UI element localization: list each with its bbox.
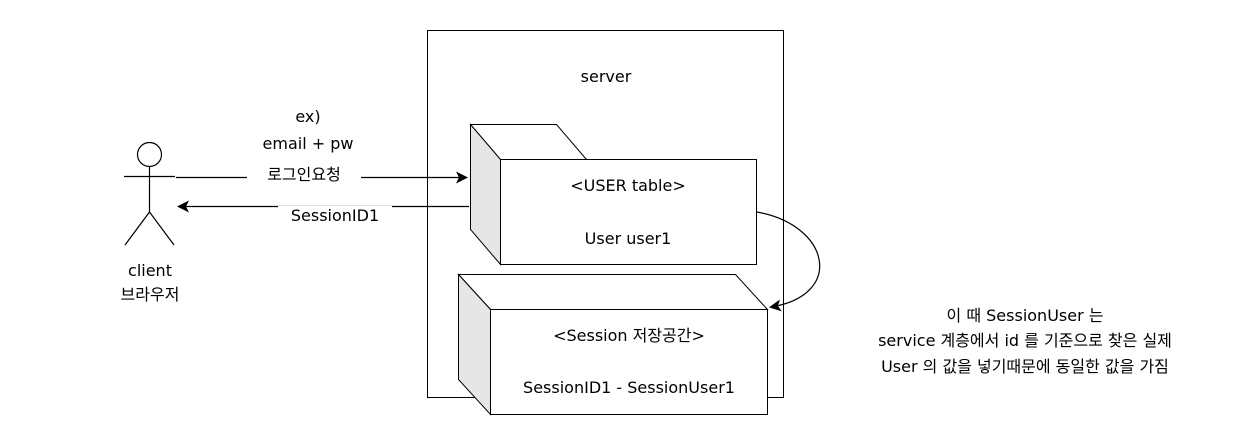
user-table-cube bbox=[469, 123, 757, 266]
user-table-title: <USER table> bbox=[570, 176, 686, 195]
login-request-label: 로그인요청 bbox=[247, 165, 361, 185]
session-store-title: <Session 저장공간> bbox=[553, 326, 705, 345]
actor-icon bbox=[124, 141, 175, 246]
server-label: server bbox=[580, 67, 632, 86]
session-id-label: SessionID1 bbox=[278, 206, 392, 226]
note-line-1: 이 때 SessionUser 는 bbox=[946, 306, 1104, 325]
request-credentials-label: email + pw bbox=[262, 134, 354, 153]
client-browser-label: 브라우저 bbox=[120, 285, 180, 304]
user-to-session-arrow bbox=[756, 211, 821, 312]
note-line-3: User 의 값을 넣기때문에 동일한 값을 가짐 bbox=[881, 357, 1169, 376]
session-store-entry: SessionID1 - SessionUser1 bbox=[523, 378, 735, 397]
request-example-label: ex) bbox=[295, 107, 321, 126]
client-label: client bbox=[128, 261, 172, 280]
note-line-2: service 계층에서 id 를 기준으로 찾은 실제 bbox=[878, 331, 1172, 350]
user-table-entry: User user1 bbox=[584, 229, 672, 248]
session-store-cube bbox=[457, 273, 769, 416]
